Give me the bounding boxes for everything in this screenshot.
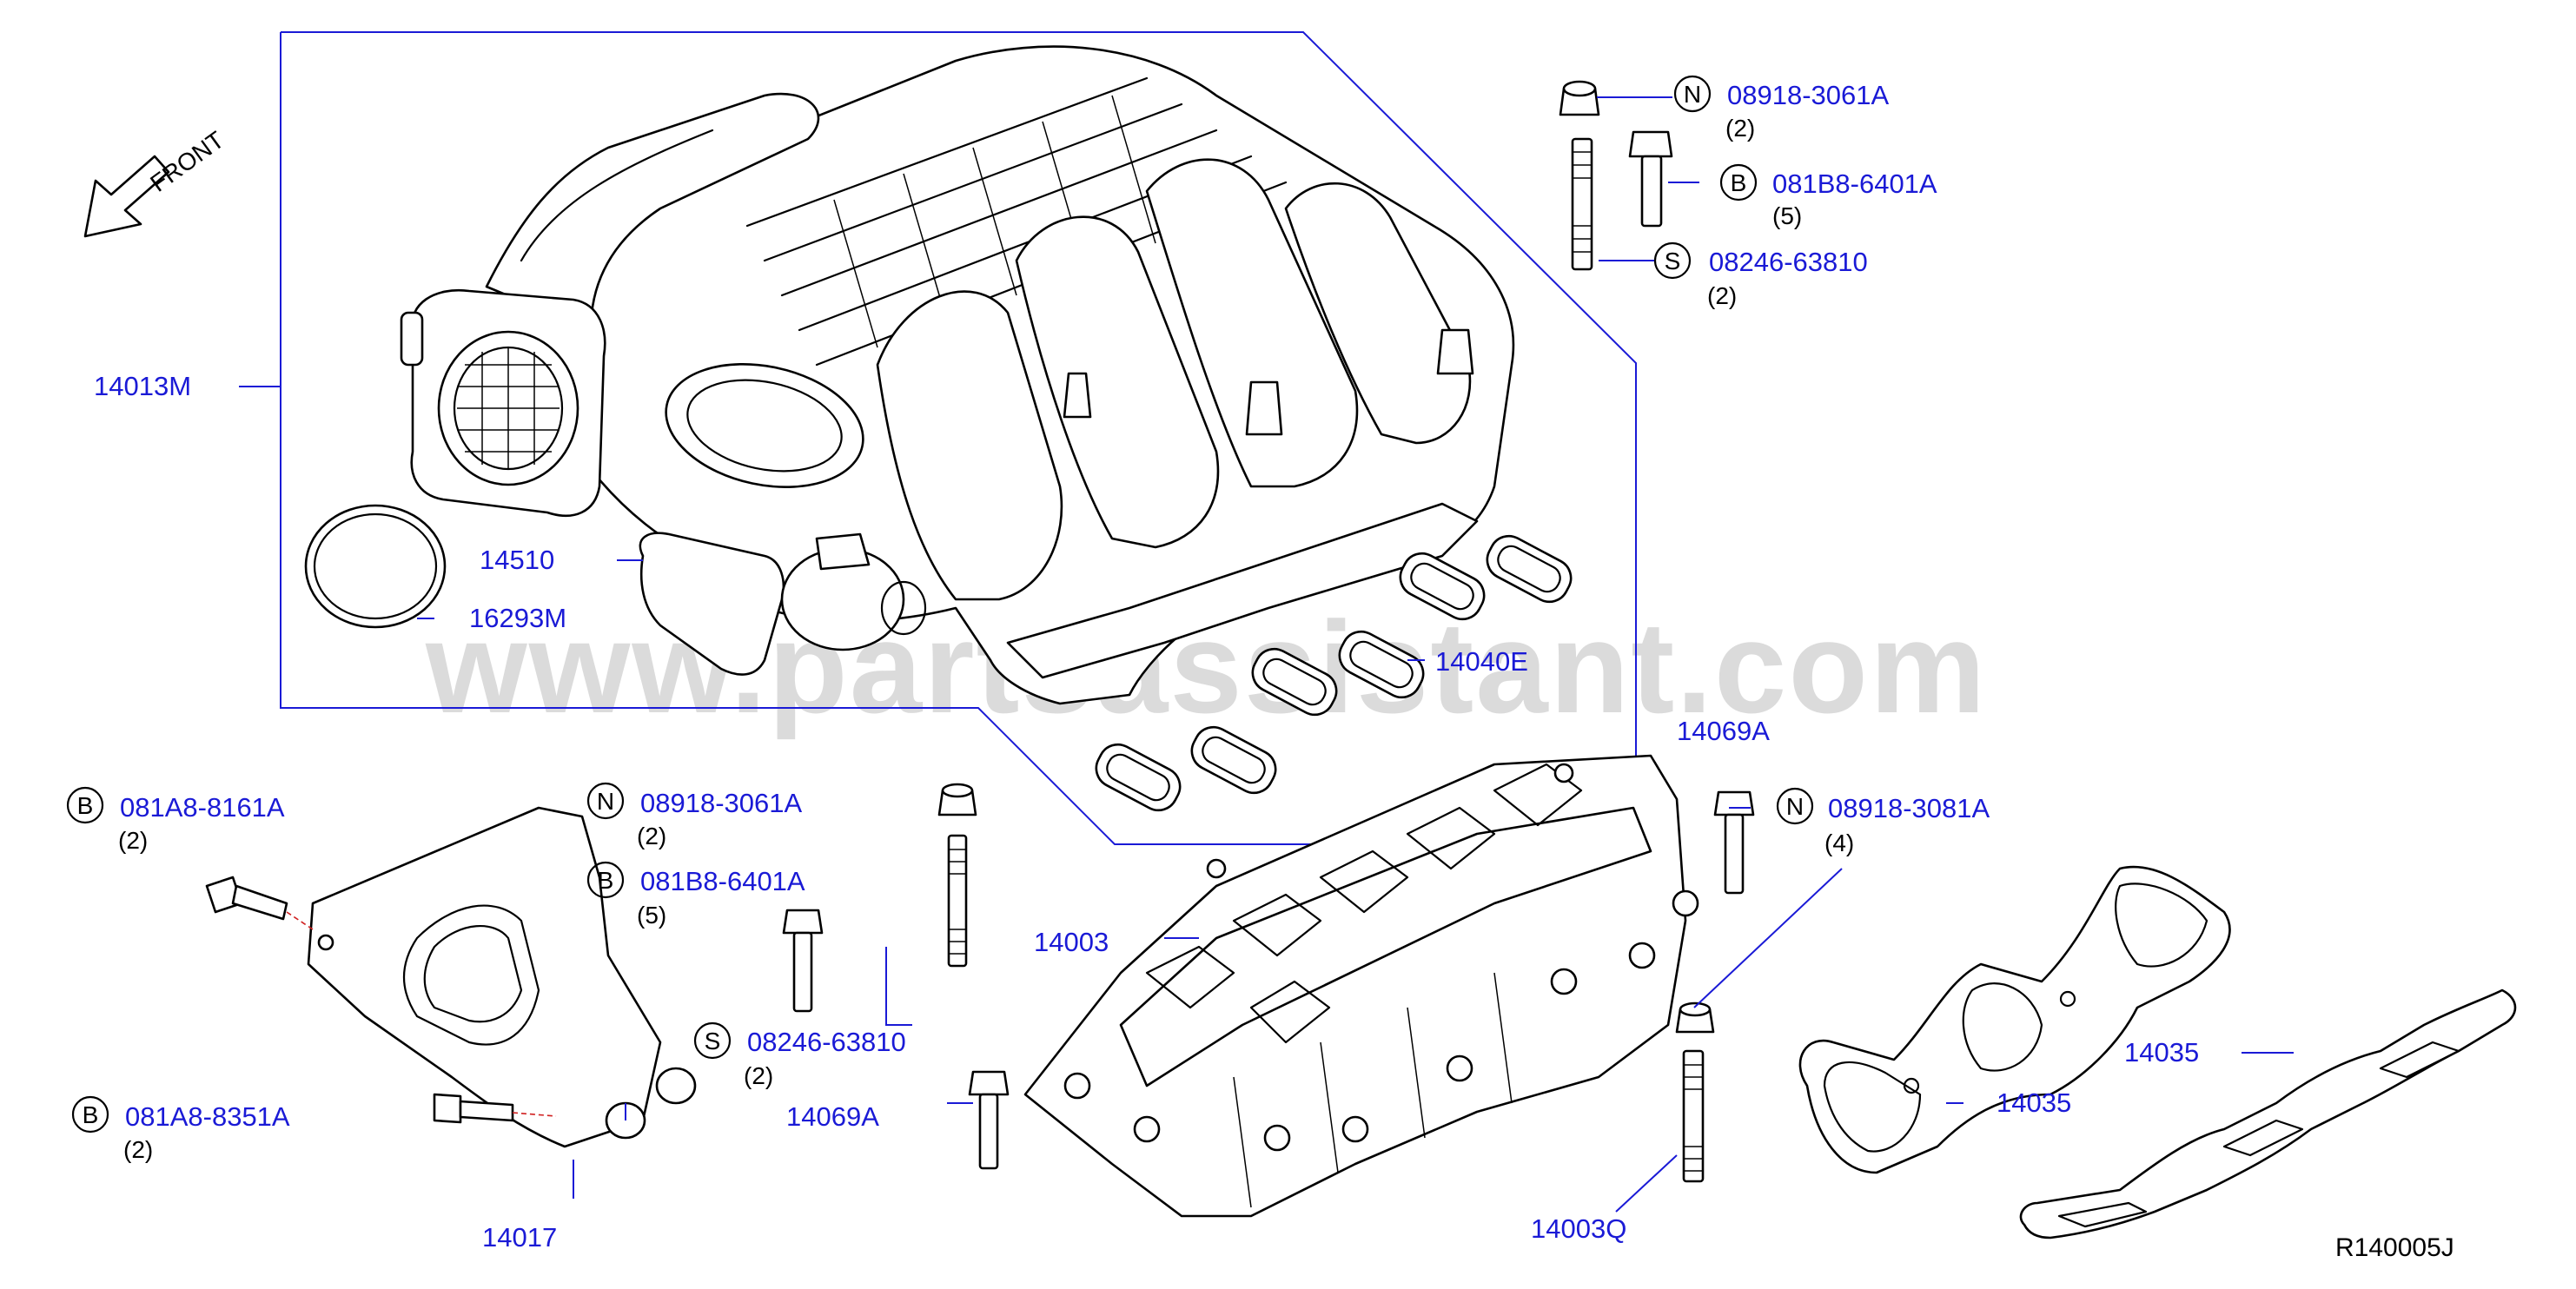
code-letter: N bbox=[597, 788, 614, 815]
callout-top-bolt: B 081B8-6401A (5) bbox=[1719, 163, 1937, 229]
right-nut[interactable] bbox=[1675, 1001, 1715, 1034]
bracket-bolt-top[interactable] bbox=[205, 876, 314, 930]
label-bracket: 14017 bbox=[482, 1222, 557, 1253]
label-throttle-gasket: 16293M bbox=[469, 603, 566, 633]
intake-gasket-set[interactable] bbox=[1089, 529, 1578, 816]
throttle-gasket[interactable] bbox=[304, 504, 447, 629]
quantity: (2) bbox=[123, 1136, 153, 1163]
part-number: 08918-3061A bbox=[640, 788, 802, 818]
control-valve[interactable] bbox=[639, 532, 927, 676]
quantity: (2) bbox=[637, 823, 666, 849]
callout-bracket-bolt-bottom: B 081A8-8351A (2) bbox=[71, 1095, 290, 1163]
label-lower-stud: 14003Q bbox=[1531, 1213, 1626, 1244]
code-letter: B bbox=[83, 1101, 99, 1128]
part-number: 081A8-8161A bbox=[120, 792, 285, 823]
callout-mid-nut: N 08918-3061A (2) bbox=[586, 782, 802, 849]
quantity: (4) bbox=[1824, 830, 1854, 856]
quantity: (2) bbox=[744, 1062, 773, 1089]
quantity: (2) bbox=[1725, 115, 1755, 142]
label-gasket-b: 14035 bbox=[2124, 1037, 2199, 1068]
quantity: (5) bbox=[1772, 202, 1802, 229]
mid-nut[interactable] bbox=[937, 783, 977, 816]
top-bolt[interactable] bbox=[1628, 130, 1673, 228]
callout-bracket-bolt-top: B 081A8-8161A (2) bbox=[66, 786, 285, 854]
label-intake-gasket: 14040E bbox=[1435, 646, 1528, 677]
left-bolt-14069a[interactable] bbox=[968, 1070, 1010, 1170]
part-number: 08918-3061A bbox=[1727, 80, 1889, 110]
code-letter: S bbox=[705, 1028, 721, 1054]
leader-lines bbox=[239, 96, 2294, 1213]
figure-code: R140005J bbox=[2335, 1233, 2454, 1262]
bracket[interactable] bbox=[307, 806, 697, 1148]
label-gasket-a: 14035 bbox=[1997, 1087, 2071, 1118]
label-upper-manifold: 14013M bbox=[94, 371, 191, 401]
part-number: 081A8-8351A bbox=[125, 1101, 290, 1132]
exhaust-side-gasket-b[interactable] bbox=[2019, 988, 2517, 1239]
part-number: 08918-3081A bbox=[1828, 793, 1990, 823]
top-stud[interactable] bbox=[1571, 137, 1593, 271]
code-letter: S bbox=[1665, 248, 1681, 274]
code-letter: N bbox=[1684, 81, 1701, 108]
code-letter: N bbox=[1786, 793, 1804, 820]
front-arrow-icon: FRONT bbox=[83, 126, 229, 238]
code-letter: B bbox=[1731, 169, 1747, 196]
quantity: (5) bbox=[637, 902, 666, 929]
callout-mid-stud: S 08246-63810 (2) bbox=[693, 1021, 906, 1089]
part-number: 081B8-6401A bbox=[640, 866, 805, 896]
label-lower-manifold: 14003 bbox=[1034, 927, 1109, 957]
label-left-bolt: 14069A bbox=[786, 1101, 879, 1132]
quantity: (2) bbox=[1707, 282, 1737, 309]
mid-bolt[interactable] bbox=[782, 909, 824, 1013]
exhaust-side-gasket-a[interactable] bbox=[1798, 865, 2231, 1174]
callout-top-nut: N 08918-3061A (2) bbox=[1673, 75, 1889, 142]
callout-top-stud: S 08246-63810 (2) bbox=[1653, 241, 1868, 309]
callout-mid-bolt: B 081B8-6401A (5) bbox=[586, 861, 805, 929]
code-letter: B bbox=[77, 792, 94, 819]
top-bolt-14069a[interactable] bbox=[1713, 790, 1755, 895]
mid-stud[interactable] bbox=[947, 834, 968, 968]
top-nut[interactable] bbox=[1559, 80, 1600, 116]
part-number: 08246-63810 bbox=[1709, 247, 1868, 277]
part-number: 081B8-6401A bbox=[1772, 169, 1937, 199]
lower-intake-manifold[interactable] bbox=[1023, 754, 1699, 1218]
label-valve: 14510 bbox=[480, 545, 554, 575]
callout-right-nut: N 08918-3081A (4) bbox=[1776, 787, 1990, 856]
bracket-bolt-bottom[interactable] bbox=[433, 1093, 557, 1124]
lower-stud[interactable] bbox=[1682, 1049, 1705, 1183]
part-number: 08246-63810 bbox=[747, 1027, 906, 1057]
label-top-bolt: 14069A bbox=[1677, 716, 1770, 746]
code-letter: B bbox=[598, 867, 614, 894]
upper-intake-manifold[interactable] bbox=[400, 45, 1515, 705]
quantity: (2) bbox=[118, 827, 148, 854]
